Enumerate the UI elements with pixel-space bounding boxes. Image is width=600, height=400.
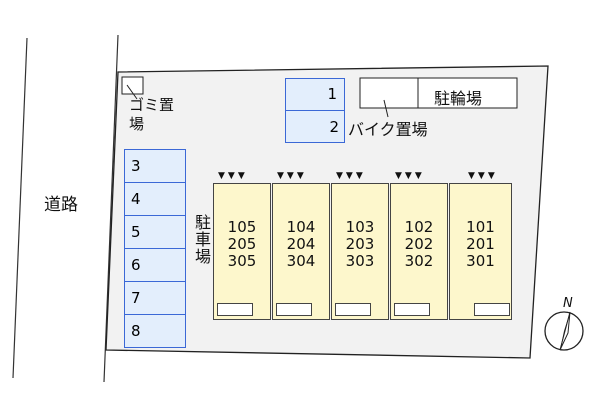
unit-entrance — [335, 303, 371, 316]
bike-pointer — [383, 99, 389, 118]
parking-slot-number: 2 — [329, 118, 339, 136]
building-unit: 104 204 304 — [272, 183, 330, 320]
parking-lot-label: 駐車場 — [192, 214, 211, 265]
room-number: 303 — [345, 252, 375, 270]
room-number: 204 — [286, 235, 316, 253]
room-number: 203 — [345, 235, 375, 253]
parking-slot: 1 — [285, 78, 345, 111]
parking-slot-number: 8 — [131, 322, 141, 340]
bicycle-parking-area — [359, 77, 518, 109]
parking-slot-number: 5 — [131, 223, 141, 241]
unit-entrance — [394, 303, 430, 316]
room-number: 304 — [286, 252, 316, 270]
unit-entrance — [217, 303, 253, 316]
entrance-arrows: ▼▼▼ — [468, 171, 498, 181]
room-number: 102 — [404, 218, 434, 236]
room-number: 302 — [404, 252, 434, 270]
compass-north-label: N — [563, 296, 573, 311]
building-unit: 102 202 302 — [390, 183, 448, 320]
bike-parking-label: バイク置場 — [348, 120, 428, 139]
unit-room-numbers: 102 202 302 — [391, 219, 447, 270]
unit-room-numbers: 103 203 303 — [332, 219, 388, 270]
garbage-pointer — [126, 84, 138, 100]
unit-entrance — [276, 303, 312, 316]
building-unit: 103 203 303 — [331, 183, 389, 320]
parking-slot-number: 4 — [131, 190, 141, 208]
unit-entrance — [474, 303, 510, 316]
room-number: 101 — [466, 218, 495, 236]
entrance-arrows: ▼▼▼ — [395, 171, 425, 181]
unit-room-numbers: 101 201 301 — [450, 219, 511, 270]
entrance-arrows: ▼▼▼ — [277, 171, 307, 181]
garbage-box — [121, 76, 144, 95]
parking-slot: 8 — [124, 314, 186, 348]
room-number: 301 — [466, 252, 495, 270]
entrance-arrows: ▼▼▼ — [336, 171, 366, 181]
compass — [544, 311, 584, 351]
room-number: 205 — [227, 235, 257, 253]
unit-room-numbers: 105 205 305 — [214, 219, 270, 270]
parking-slot: 2 — [285, 110, 345, 143]
room-number: 305 — [227, 252, 257, 270]
parking-slot: 3 — [124, 149, 186, 183]
parking-slot: 4 — [124, 182, 186, 216]
building-unit: 101 201 301 — [449, 183, 512, 320]
room-number: 104 — [286, 218, 316, 236]
room-number: 105 — [227, 218, 257, 236]
bicycle-parking-label: 駐輪場 — [434, 89, 483, 108]
parking-slot: 7 — [124, 281, 186, 315]
parking-slot: 5 — [124, 215, 186, 249]
parking-slot-number: 6 — [131, 256, 141, 274]
parking-slot-number: 7 — [131, 289, 141, 307]
unit-room-numbers: 104 204 304 — [273, 219, 329, 270]
parking-slot-number: 1 — [327, 85, 337, 103]
parking-slot: 6 — [124, 248, 186, 282]
entrance-arrows: ▼▼▼ — [218, 171, 248, 181]
road-label: 道路 — [44, 195, 78, 215]
garbage-area-label: ゴミ置場 — [129, 96, 175, 133]
parking-slot-number: 3 — [131, 157, 141, 175]
building-unit: 105 205 305 — [213, 183, 271, 320]
room-number: 103 — [345, 218, 375, 236]
road-edge-left — [12, 37, 28, 379]
road-edge-right — [103, 34, 119, 383]
compass-needle-light — [559, 311, 571, 351]
room-number: 201 — [466, 235, 495, 253]
room-number: 202 — [404, 235, 434, 253]
